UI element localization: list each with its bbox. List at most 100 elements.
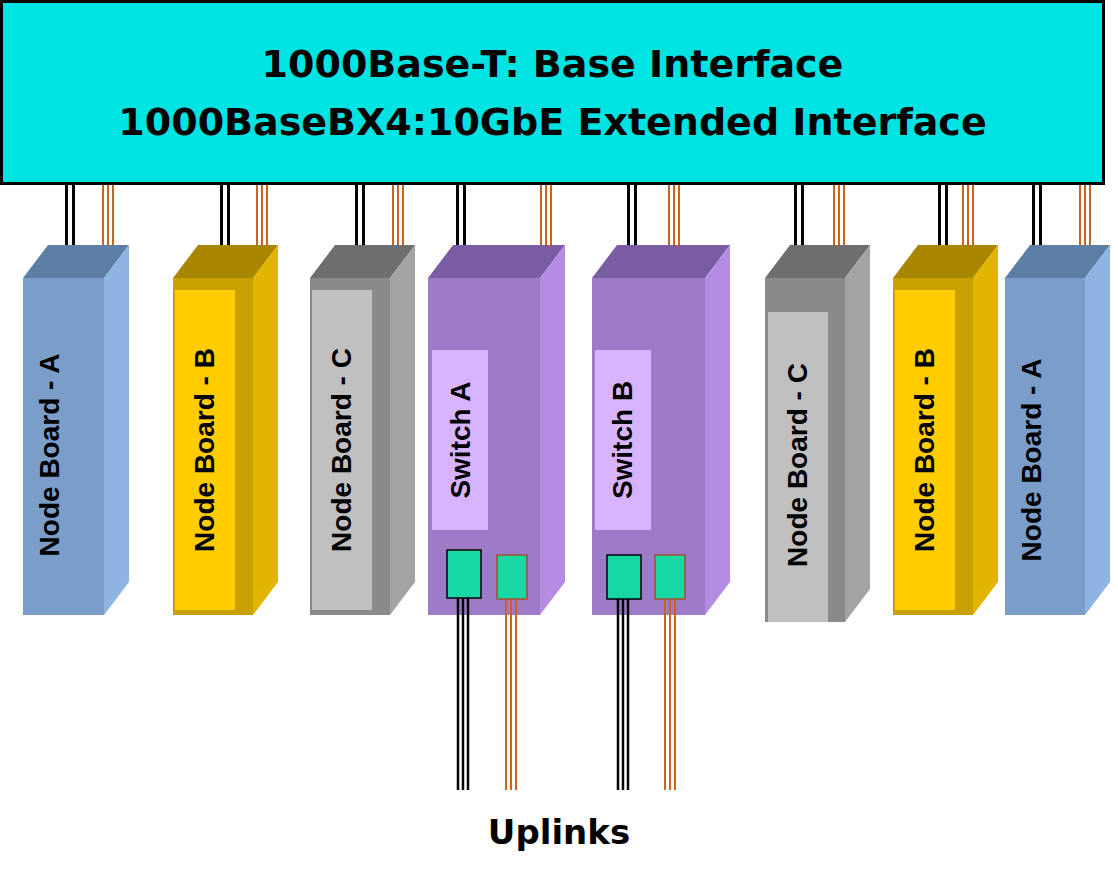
board-label: Node Board - B xyxy=(189,348,221,552)
link-wire xyxy=(678,185,680,246)
board-front xyxy=(592,278,705,615)
link-wire xyxy=(938,185,941,246)
node-board: Node Board - C xyxy=(765,245,870,622)
base-link xyxy=(796,185,803,246)
link-wire xyxy=(627,185,630,246)
link-wire xyxy=(456,185,459,246)
base-link xyxy=(222,185,229,246)
label-panel xyxy=(768,312,828,622)
uplink-wire xyxy=(457,598,460,790)
board-front xyxy=(765,278,845,622)
uplink-wire xyxy=(462,598,465,790)
board-shape xyxy=(765,245,870,622)
board-shape xyxy=(310,245,415,615)
uplink-wire xyxy=(515,599,517,790)
link-wire xyxy=(801,185,804,246)
board-front xyxy=(23,278,104,615)
uplink-wire xyxy=(510,599,512,790)
link-wire xyxy=(397,185,399,246)
uplink-wire xyxy=(622,599,625,790)
uplink-wires xyxy=(458,598,675,790)
uplink-wire xyxy=(467,598,470,790)
label-panel xyxy=(432,350,488,530)
port-module xyxy=(447,550,481,598)
link-wire xyxy=(967,185,969,246)
board-label: Node Board - A xyxy=(34,354,66,557)
link-wire xyxy=(838,185,840,246)
board-side xyxy=(390,245,415,615)
uplink-wire xyxy=(669,599,671,790)
board-side xyxy=(540,245,565,615)
node-board: Node Board - A xyxy=(1005,245,1110,615)
base-link xyxy=(67,185,74,246)
link-wire xyxy=(72,185,75,246)
board-side xyxy=(973,245,998,615)
link-wire xyxy=(673,185,675,246)
switch-label: Switch B xyxy=(607,381,639,499)
board-shape xyxy=(893,245,998,615)
base-link xyxy=(1034,185,1041,246)
link-wire xyxy=(220,185,223,246)
board-front xyxy=(893,278,973,615)
extended-link xyxy=(541,185,551,246)
label-panel xyxy=(175,290,235,610)
interface-text: 1000BaseBX4:10GbE Extended Interface xyxy=(118,93,986,151)
link-wire xyxy=(65,185,68,246)
base-link xyxy=(458,185,465,246)
board-label: Node Board - C xyxy=(326,348,358,552)
interface-band: 1000Base-T: Base Interface1000BaseBX4:10… xyxy=(0,0,1105,185)
label-panel xyxy=(595,350,651,530)
uplink-wire xyxy=(664,599,666,790)
board-side xyxy=(705,245,730,615)
link-wire xyxy=(1084,185,1086,246)
link-wire xyxy=(634,185,637,246)
board-front xyxy=(428,278,540,615)
board-front xyxy=(1005,278,1085,615)
switch-board: Switch B xyxy=(592,245,730,615)
link-wire xyxy=(550,185,552,246)
extended-link xyxy=(257,185,267,246)
link-wire xyxy=(545,185,547,246)
link-wire xyxy=(1032,185,1035,246)
port-module xyxy=(497,555,527,599)
link-wire xyxy=(112,185,114,246)
board-front xyxy=(310,278,390,615)
link-wire xyxy=(402,185,404,246)
node-board: Node Board - B xyxy=(893,245,998,615)
uplink-wire xyxy=(617,599,620,790)
link-wire xyxy=(362,185,365,246)
interface-text: 1000Base-T: Base Interface xyxy=(262,35,844,93)
link-wire xyxy=(972,185,974,246)
link-wire xyxy=(1079,185,1081,246)
board-front xyxy=(173,278,253,615)
link-wire xyxy=(962,185,964,246)
node-board: Node Board - A xyxy=(23,245,129,615)
board-side xyxy=(104,245,129,615)
base-link xyxy=(940,185,947,246)
link-wire xyxy=(540,185,542,246)
link-wire xyxy=(107,185,109,246)
link-wire xyxy=(833,185,835,246)
board-side xyxy=(845,245,870,622)
uplink-wire xyxy=(505,599,507,790)
board-side xyxy=(1085,245,1110,615)
link-wire xyxy=(266,185,268,246)
link-wire xyxy=(256,185,258,246)
link-wire xyxy=(1089,185,1091,246)
base-link xyxy=(357,185,364,246)
link-wire xyxy=(227,185,230,246)
extended-link xyxy=(834,185,844,246)
link-wire xyxy=(463,185,466,246)
uplink-wire xyxy=(627,599,630,790)
link-wire xyxy=(1039,185,1042,246)
link-wire xyxy=(794,185,797,246)
base-link xyxy=(629,185,636,246)
board-side xyxy=(253,245,278,615)
extended-link xyxy=(393,185,403,246)
board-label: Node Board - A xyxy=(1016,359,1048,562)
switch-board: Switch A xyxy=(428,245,565,615)
extended-link xyxy=(963,185,973,246)
link-wire xyxy=(261,185,263,246)
link-wire xyxy=(843,185,845,246)
